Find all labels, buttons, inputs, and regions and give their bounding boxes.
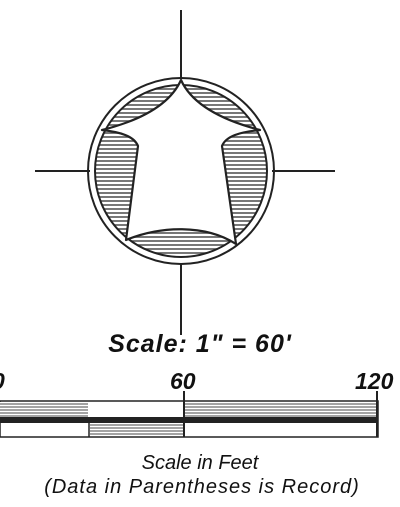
scale-units-label: Scale in Feet	[141, 452, 259, 474]
compass-ring-outer	[87, 77, 275, 265]
scale-bar	[0, 391, 379, 438]
north-arrow-icon	[35, 10, 335, 335]
scale-bar-segment	[0, 402, 88, 419]
scale-bar-segment	[90, 423, 183, 436]
scale-ratio-label: Scale: 1" = 60'	[108, 330, 292, 358]
scale-tick-label: 0	[0, 368, 5, 395]
scale-tick-label: 120	[355, 368, 394, 394]
record-data-note: (Data in Parentheses is Record)	[44, 476, 360, 498]
scale-bar-segment	[0, 417, 378, 423]
scale-bar-segment	[185, 402, 377, 417]
compass-arrow	[100, 78, 262, 246]
scale-tick-label: 60	[170, 368, 196, 394]
